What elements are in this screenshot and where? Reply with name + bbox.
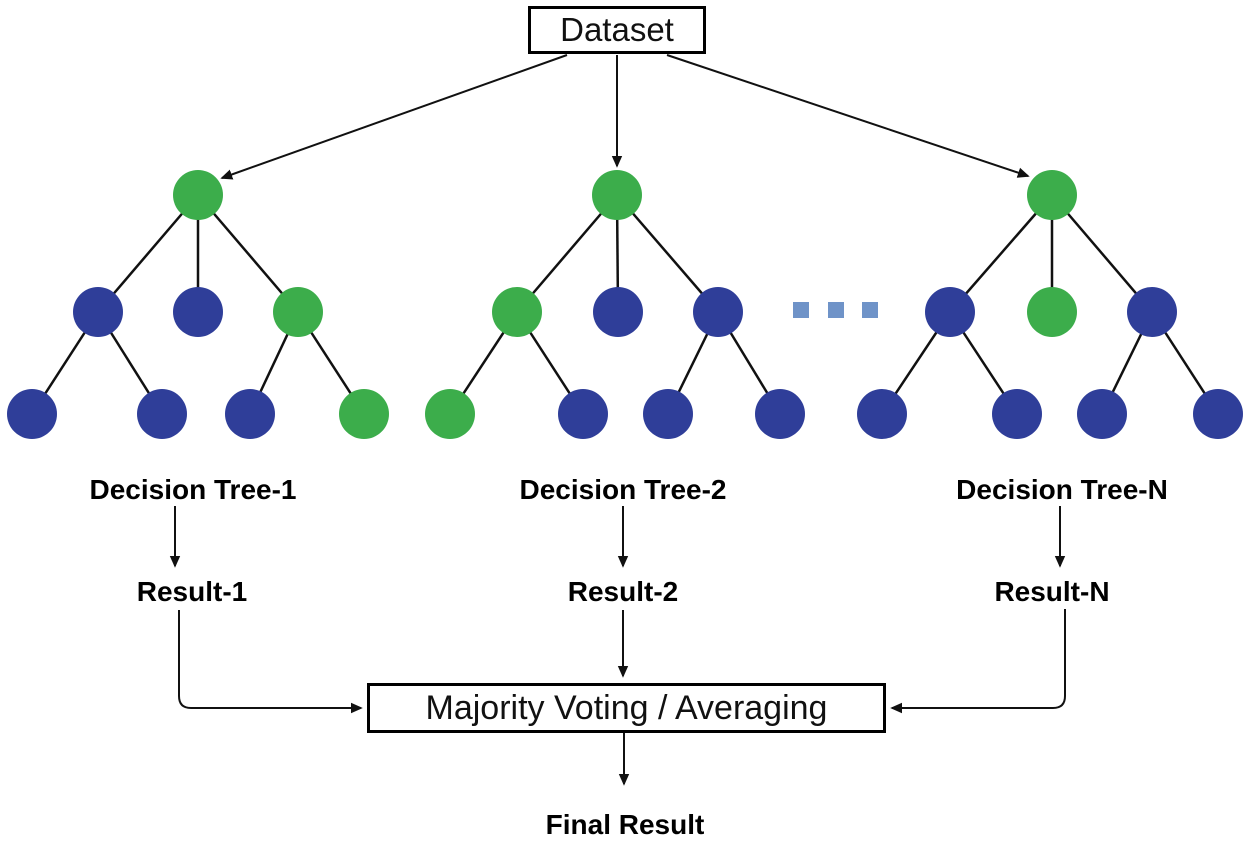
tree-node-blue	[173, 287, 223, 337]
dataset-split-arrow	[666, 54, 1030, 178]
tree-edge	[949, 194, 1053, 313]
result1-to-voting-elbow-arrow	[178, 610, 363, 714]
tree-node-blue	[73, 287, 123, 337]
decision-tree-2-label: Decision Tree-2	[519, 474, 727, 505]
tree-leaf-node-blue	[857, 389, 907, 439]
tree-node-green	[273, 287, 323, 337]
tree-node-green	[492, 287, 542, 337]
result-n-label: Result-N	[994, 576, 1110, 607]
tree-edge	[516, 194, 618, 313]
tree-edge	[1051, 194, 1153, 313]
result-2-label: Result-2	[567, 576, 679, 607]
tree-leaf-node-blue	[7, 389, 57, 439]
tree-leaf-node-blue	[755, 389, 805, 439]
majority-voting-box: Majority Voting / Averaging	[367, 683, 886, 733]
tree-leaf-node-blue	[643, 389, 693, 439]
ellipsis-dot	[828, 302, 844, 318]
tree-node-green	[1027, 287, 1077, 337]
tree-leaf-node-green	[339, 389, 389, 439]
resultN-to-voting-elbow-arrow	[890, 609, 1066, 714]
tree-leaf-node-green	[425, 389, 475, 439]
tree-edge	[197, 194, 299, 313]
tree-leaf-node-blue	[137, 389, 187, 439]
tree-edge	[616, 194, 719, 313]
tree-node-blue	[693, 287, 743, 337]
tree-node-blue	[593, 287, 643, 337]
decision-tree-n-label: Decision Tree-N	[956, 474, 1168, 505]
majority-voting-label: Majority Voting / Averaging	[425, 688, 828, 727]
dataset-box: Dataset	[528, 6, 706, 54]
tree-node-blue	[1127, 287, 1177, 337]
tree-root-node	[592, 170, 642, 220]
ellipsis-dot	[862, 302, 878, 318]
tree-root-node	[173, 170, 223, 220]
tree-root-node	[1027, 170, 1077, 220]
tree-leaf-node-blue	[558, 389, 608, 439]
result-1-label: Result-1	[136, 576, 248, 607]
tree-edge	[97, 194, 199, 313]
tree-leaf-node-blue	[1193, 389, 1243, 439]
ellipsis-dot	[793, 302, 809, 318]
tree-leaf-node-blue	[1077, 389, 1127, 439]
tree-leaf-node-blue	[225, 389, 275, 439]
decision-tree-1-label: Decision Tree-1	[89, 474, 297, 505]
dataset-split-arrow	[220, 54, 568, 180]
final-result-label: Final Result	[545, 809, 705, 840]
tree-node-blue	[925, 287, 975, 337]
tree-leaf-node-blue	[992, 389, 1042, 439]
dataset-label: Dataset	[560, 11, 674, 48]
